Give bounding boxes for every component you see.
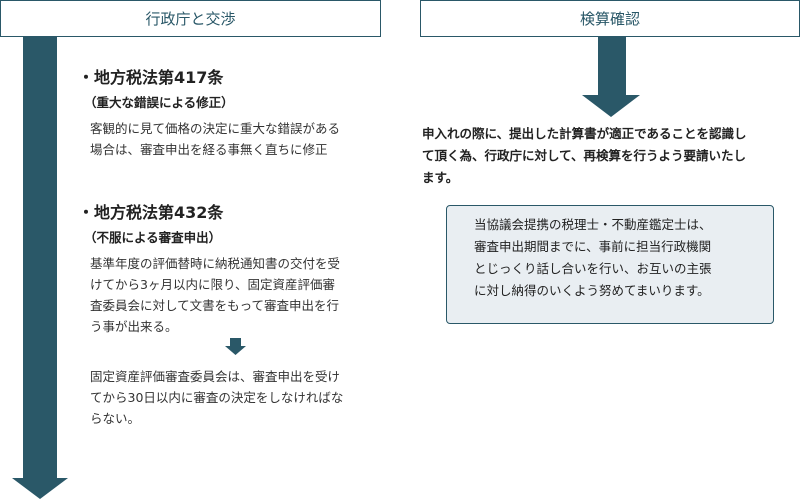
header-negotiation: 行政庁と交渉 — [0, 0, 381, 37]
body-line: らない。 — [90, 411, 141, 426]
section-subtitle: （重大な錯誤による修正） — [84, 95, 234, 110]
body-line: て頂く為、行政庁に対して、再検算を行うよう要請いたし — [422, 148, 747, 163]
section-subtitle: （不服による審査申出） — [84, 230, 222, 245]
small-down-arrow-icon — [225, 338, 246, 355]
note-line: 当協議会提携の税理士・不動産鑑定士は、 — [474, 217, 712, 232]
section-432: ・地方税法第432条 （不服による審査申出） 基準年度の評価替時に納税通知書の交… — [78, 199, 340, 337]
header-recheck: 検算確認 — [420, 0, 800, 37]
section-title: ・地方税法第432条 — [78, 203, 224, 222]
down-arrow-icon — [582, 37, 640, 117]
section-417: ・地方税法第417条 （重大な錯誤による修正） 客観的に見て価格の決定に重大な錯… — [78, 64, 340, 160]
body-line: 査委員会に対して文書をもって審査申出を行 — [90, 298, 340, 313]
review-deadline-text: 固定資産評価審査委員会は、審査申出を受け てから30日以内に審査の決定をしなけれ… — [90, 366, 343, 429]
body-line: けてから3ヶ月以内に限り、固定資産評価審 — [90, 277, 335, 292]
header-label: 検算確認 — [579, 10, 640, 28]
body-line: 客観的に見て価格の決定に重大な錯誤がある — [90, 121, 341, 136]
body-line: 場合は、審査申出を経る事無く直ちに修正 — [90, 142, 328, 157]
body-line: ます。 — [422, 170, 459, 185]
body-line: 基準年度の評価替時に納税通知書の交付を受 — [90, 256, 341, 271]
section-title: ・地方税法第417条 — [78, 68, 224, 87]
body-line: う事が出来る。 — [90, 319, 178, 334]
body-line: てから30日以内に審査の決定をしなければな — [90, 390, 344, 405]
note-box: 当協議会提携の税理士・不動産鑑定士は、 審査申出期間までに、事前に担当行政機関 … — [446, 205, 774, 324]
note-line: とじっくり話し合いを行い、お互いの主張 — [474, 261, 712, 276]
note-line: 審査申出期間までに、事前に担当行政機関 — [474, 239, 712, 254]
recheck-paragraph: 申入れの際に、提出した計算書が適正であることを認識し て頂く為、行政庁に対して、… — [422, 123, 747, 189]
header-label: 行政庁と交渉 — [145, 10, 236, 28]
body-line: 申入れの際に、提出した計算書が適正であることを認識し — [422, 126, 747, 141]
note-line: に対し納得のいくよう努めてまいります。 — [474, 283, 710, 298]
long-down-arrow-icon — [12, 37, 68, 499]
body-line: 固定資産評価審査委員会は、審査申出を受け — [90, 369, 341, 384]
